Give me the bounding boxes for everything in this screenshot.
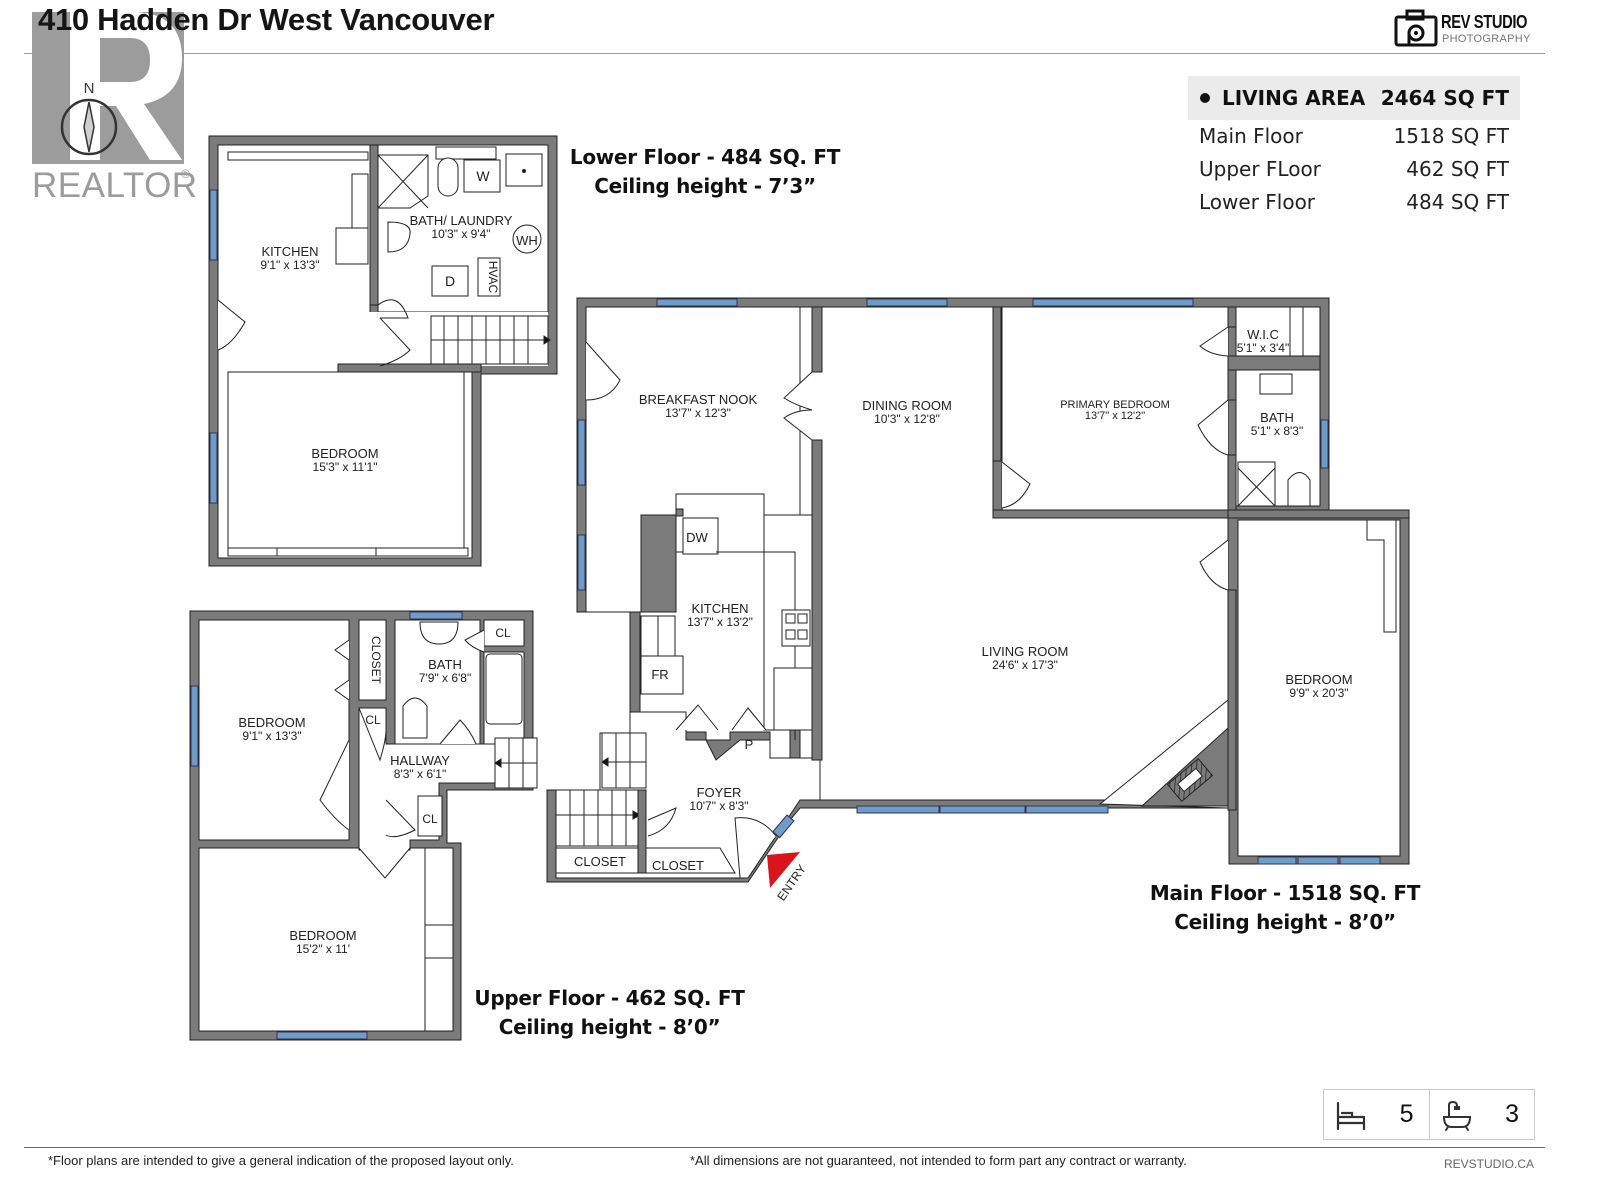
living-area-total: 2464 SQ FT	[1380, 86, 1509, 110]
lower-floor-labels: W D WH HVAC KITCHEN 9'1" x 13'3" BATH/ L…	[260, 168, 537, 474]
main-floor-area: Main Floor - 1518 SQ. FT	[1149, 881, 1421, 905]
room-name-breakfast-nook: BREAKFAST NOOK	[639, 392, 758, 407]
room-dims-main-bedroom: 9'9" x 20'3"	[1289, 686, 1348, 700]
lower-floor-ceiling: Ceiling height - 7’3”	[594, 174, 816, 198]
room-dims-main-kitchen: 13'7" x 13'2"	[687, 615, 753, 629]
room-name-main-bedroom: BEDROOM	[1285, 672, 1352, 687]
room-dims-dining-room: 10'3" x 12'8"	[874, 412, 940, 426]
room-name-wic: W.I.C	[1247, 327, 1279, 342]
bathroom-count-value: 3	[1505, 1100, 1519, 1128]
property-stats: 5 3	[1323, 1089, 1535, 1140]
area-row-label: Main Floor	[1199, 124, 1303, 148]
room-dims-lower-bedroom: 15'3" x 11'1"	[313, 460, 378, 474]
header-divider	[24, 53, 1545, 54]
page-title: 410 Hadden Dr West Vancouver	[38, 2, 495, 37]
bedroom-count-value: 5	[1399, 1100, 1414, 1128]
room-name-foyer: FOYER	[697, 785, 742, 800]
brand-logo: REV STUDIO PHOTOGRAPHY	[1393, 8, 1543, 48]
room-dims-wic: 5'1" x 3'4"	[1237, 341, 1289, 355]
fridge-label: FR	[651, 667, 668, 682]
room-dims-lower-kitchen: 9'1" x 13'3"	[260, 258, 319, 272]
water-heater-label: WH	[516, 233, 538, 248]
bathroom-count: 3	[1428, 1090, 1535, 1139]
area-row-value: 1518 SQ FT	[1393, 124, 1509, 148]
room-name-living-room: LIVING ROOM	[982, 644, 1069, 659]
living-area-label: LIVING AREA	[1222, 86, 1366, 110]
website-link[interactable]: REVSTUDIO.CA	[1443, 1157, 1534, 1171]
area-row-upper: Upper FLoor 462 SQ FT	[1188, 153, 1520, 186]
area-row-label: Lower Floor	[1199, 190, 1316, 214]
room-name-primary-bedroom: PRIMARY BEDROOM	[1060, 399, 1170, 411]
upper-floor-labels: CLOSET CL CL CL BEDROOM 9'1" x 13'3" BAT…	[238, 626, 511, 956]
room-name-main-bath: BATH	[1260, 410, 1294, 425]
bed-icon	[1336, 1101, 1366, 1130]
area-row-label: Upper FLoor	[1199, 157, 1321, 181]
bedroom-count: 5	[1324, 1090, 1429, 1139]
dryer-label: D	[445, 273, 455, 289]
pantry-label: P	[745, 737, 754, 752]
room-name-lower-kitchen: KITCHEN	[261, 244, 318, 259]
lower-floor-plan	[208, 135, 558, 567]
room-name-upper-bedroom2: BEDROOM	[289, 928, 356, 943]
area-row-value: 484 SQ FT	[1406, 190, 1509, 214]
area-row-main: Main Floor 1518 SQ FT	[1188, 120, 1520, 153]
room-name-upper-bath: BATH	[428, 657, 462, 672]
hvac-label: HVAC	[486, 261, 500, 294]
living-area-table: LIVING AREA 2464 SQ FT Main Floor 1518 SQ…	[1188, 76, 1520, 219]
camera-icon	[1394, 9, 1438, 47]
room-dims-upper-bedroom2: 15'2" x 11'	[296, 942, 350, 956]
disclaimer-layout: *Floor plans are intended to give a gene…	[48, 1153, 514, 1168]
closet-short-label: CL	[365, 713, 381, 727]
bathtub-icon	[1442, 1100, 1471, 1131]
closet-label: CLOSET	[574, 854, 626, 869]
lower-floor-label: Lower Floor - 484 SQ. FT Ceiling height …	[560, 143, 850, 201]
main-floor-label: Main Floor - 1518 SQ. FT Ceiling height …	[1135, 879, 1435, 937]
room-dims-foyer: 10'7" x 8'3"	[689, 799, 748, 813]
upper-floor-plan	[189, 610, 538, 1041]
closet-short-label: CL	[422, 812, 438, 826]
disclaimer-dimensions: *All dimensions are not guaranteed, not …	[690, 1153, 1187, 1168]
room-name-lower-bedroom: BEDROOM	[311, 446, 378, 461]
main-floor-ceiling: Ceiling height - 8’0”	[1174, 910, 1396, 934]
upper-floor-label: Upper Floor - 462 SQ. FT Ceiling height …	[462, 984, 757, 1042]
room-name-upper-bedroom1: BEDROOM	[238, 715, 305, 730]
closet-label: CLOSET	[652, 858, 704, 873]
room-dims-living-room: 24'6" x 17'3"	[992, 658, 1058, 672]
room-dims-hallway: 8'3" x 6'1"	[394, 767, 446, 781]
room-dims-primary-bedroom: 13'7" x 12'2"	[1085, 410, 1145, 422]
dishwasher-label: DW	[686, 530, 708, 545]
lower-floor-area: Lower Floor - 484 SQ. FT	[569, 145, 841, 169]
area-row-value: 462 SQ FT	[1406, 157, 1509, 181]
washer-label: W	[476, 168, 490, 184]
room-dims-upper-bath: 7'9" x 6'8"	[419, 671, 471, 685]
main-floor-plan	[546, 297, 1410, 888]
closet-short-label: CL	[495, 626, 511, 640]
room-name-hallway: HALLWAY	[390, 753, 450, 768]
room-dims-upper-bedroom1: 9'1" x 13'3"	[242, 729, 301, 743]
room-name-dining-room: DINING ROOM	[862, 398, 952, 413]
brand-name: REV STUDIO	[1441, 12, 1528, 32]
room-dims-breakfast-nook: 13'7" x 12'3"	[665, 406, 731, 420]
room-name-bath-laundry: BATH/ LAUNDRY	[410, 213, 513, 228]
room-dims-bath-laundry: 10'3" x 9'4"	[431, 227, 490, 241]
upper-floor-ceiling: Ceiling height - 8’0”	[498, 1015, 721, 1039]
area-row-lower: Lower Floor 484 SQ FT	[1188, 186, 1520, 219]
brand-subtitle: PHOTOGRAPHY	[1442, 33, 1531, 45]
room-dims-main-bath: 5'1" x 8'3"	[1251, 424, 1303, 438]
entry-marker-icon	[767, 852, 800, 888]
closet-label: CLOSET	[369, 636, 383, 685]
footer-divider	[24, 1147, 1545, 1148]
room-name-main-kitchen: KITCHEN	[691, 601, 748, 616]
upper-floor-area: Upper Floor - 462 SQ. FT	[474, 986, 745, 1010]
bullet-icon	[1200, 92, 1210, 103]
living-area-header: LIVING AREA 2464 SQ FT	[1188, 76, 1520, 120]
